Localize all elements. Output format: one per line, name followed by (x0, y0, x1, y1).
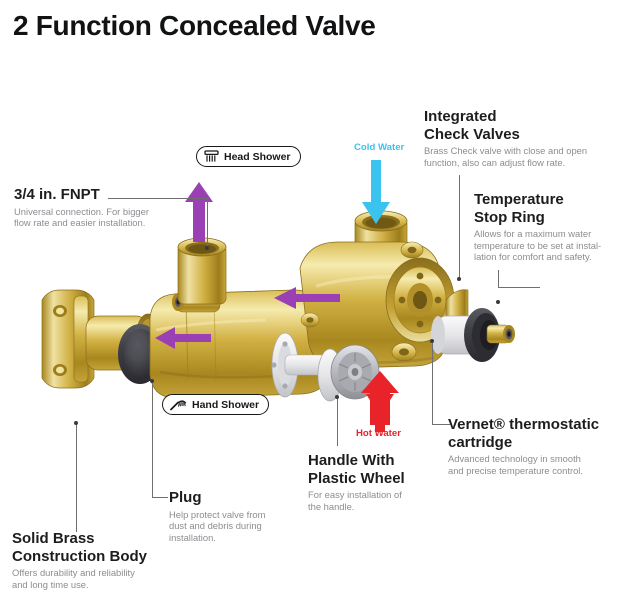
callout-check-valves: Integrated Check Valves Brass Check valv… (424, 108, 587, 168)
callout-handle: Handle With Plastic Wheel For easy insta… (308, 452, 405, 512)
head-shower-icon (204, 150, 219, 163)
leader-stopring-horizontal (498, 287, 540, 288)
flow-arrow-up-purple (185, 182, 213, 242)
temperature-stop-ring (464, 308, 500, 362)
leader-plug-horizontal (152, 497, 168, 498)
cold-water-label: Cold Water (354, 142, 405, 153)
leader-dot-body (74, 421, 78, 425)
callout-solid-brass-body-heading: Solid Brass Construction Body (12, 530, 147, 565)
callout-stop-ring-heading: Temperature Stop Ring (474, 191, 564, 226)
callout-solid-brass-body-body: Offers durability and reliability and lo… (12, 567, 135, 590)
callout-cartridge-body: Advanced technology in smooth and precis… (448, 453, 583, 476)
leader-handle-vertical (337, 398, 338, 446)
hot-water-label: Hot Water (356, 428, 401, 439)
leader-cartridge-vertical (432, 342, 433, 425)
hand-shower-icon (170, 398, 187, 411)
leader-plug-vertical (152, 382, 153, 498)
hot-water-arrow (361, 371, 399, 432)
leader-body-vertical (76, 424, 77, 532)
handle-plastic-wheel (317, 344, 380, 402)
callout-plug-body: Help protect valve from dust and debris … (169, 508, 266, 543)
callout-fnpt-heading: 3/4 in. FNPT (14, 186, 100, 203)
callout-handle-body: For easy installation of the handle. (308, 489, 402, 512)
left-mounting-bracket (41, 289, 95, 389)
cold-water-arrow (362, 160, 390, 224)
page-title: 2 Function Concealed Valve (13, 10, 376, 41)
leader-dot-checkvalve (457, 277, 461, 281)
callout-plug: Plug Help protect valve from dust and de… (169, 489, 265, 543)
leader-checkvalve-vertical (459, 175, 460, 280)
check-valve-housing (299, 241, 455, 369)
leader-fnpt-horizontal (108, 198, 208, 199)
callout-handle-heading: Handle With Plastic Wheel (308, 452, 405, 487)
badge-hand-shower-label: Hand Shower (192, 398, 260, 411)
flow-arrow-left-purple-upper (274, 287, 340, 309)
badge-head-shower[interactable]: Head Shower (196, 146, 301, 167)
callout-check-valves-heading: Integrated Check Valves (424, 108, 520, 143)
flow-arrow-left-purple-lower (155, 327, 211, 349)
callout-check-valves-body: Brass Check valve with close and open fu… (424, 145, 588, 168)
leader-dot-handle (335, 395, 339, 399)
leader-stopring-vertical (498, 270, 499, 288)
head-shower-outlet (177, 237, 227, 305)
badge-head-shower-label: Head Shower (224, 150, 291, 163)
callout-fnpt: 3/4 in. FNPT Universal connection. For b… (14, 186, 149, 229)
leader-dot-plug (150, 379, 154, 383)
leader-dot-stopring (496, 300, 500, 304)
leader-fnpt-vertical (207, 198, 208, 248)
callout-cartridge: Vernet® thermostatic cartridge Advanced … (448, 416, 599, 476)
callout-fnpt-body: Universal connection. For bigger flow ra… (14, 205, 149, 229)
callout-stop-ring-body: Allows for a maximum water temperature t… (474, 228, 602, 263)
badge-hand-shower[interactable]: Hand Shower (162, 394, 270, 415)
callout-solid-brass-body: Solid Brass Construction Body Offers dur… (12, 530, 147, 590)
callout-plug-heading: Plug (169, 489, 202, 506)
leader-dot-fnpt (205, 246, 209, 250)
vernet-thermostatic-cartridge (431, 308, 515, 362)
leader-dot-cartridge (430, 339, 434, 343)
callout-cartridge-heading: Vernet® thermostatic cartridge (448, 416, 600, 451)
leader-cartridge-horizontal (432, 424, 450, 425)
callout-stop-ring: Temperature Stop Ring Allows for a maxim… (474, 191, 601, 263)
